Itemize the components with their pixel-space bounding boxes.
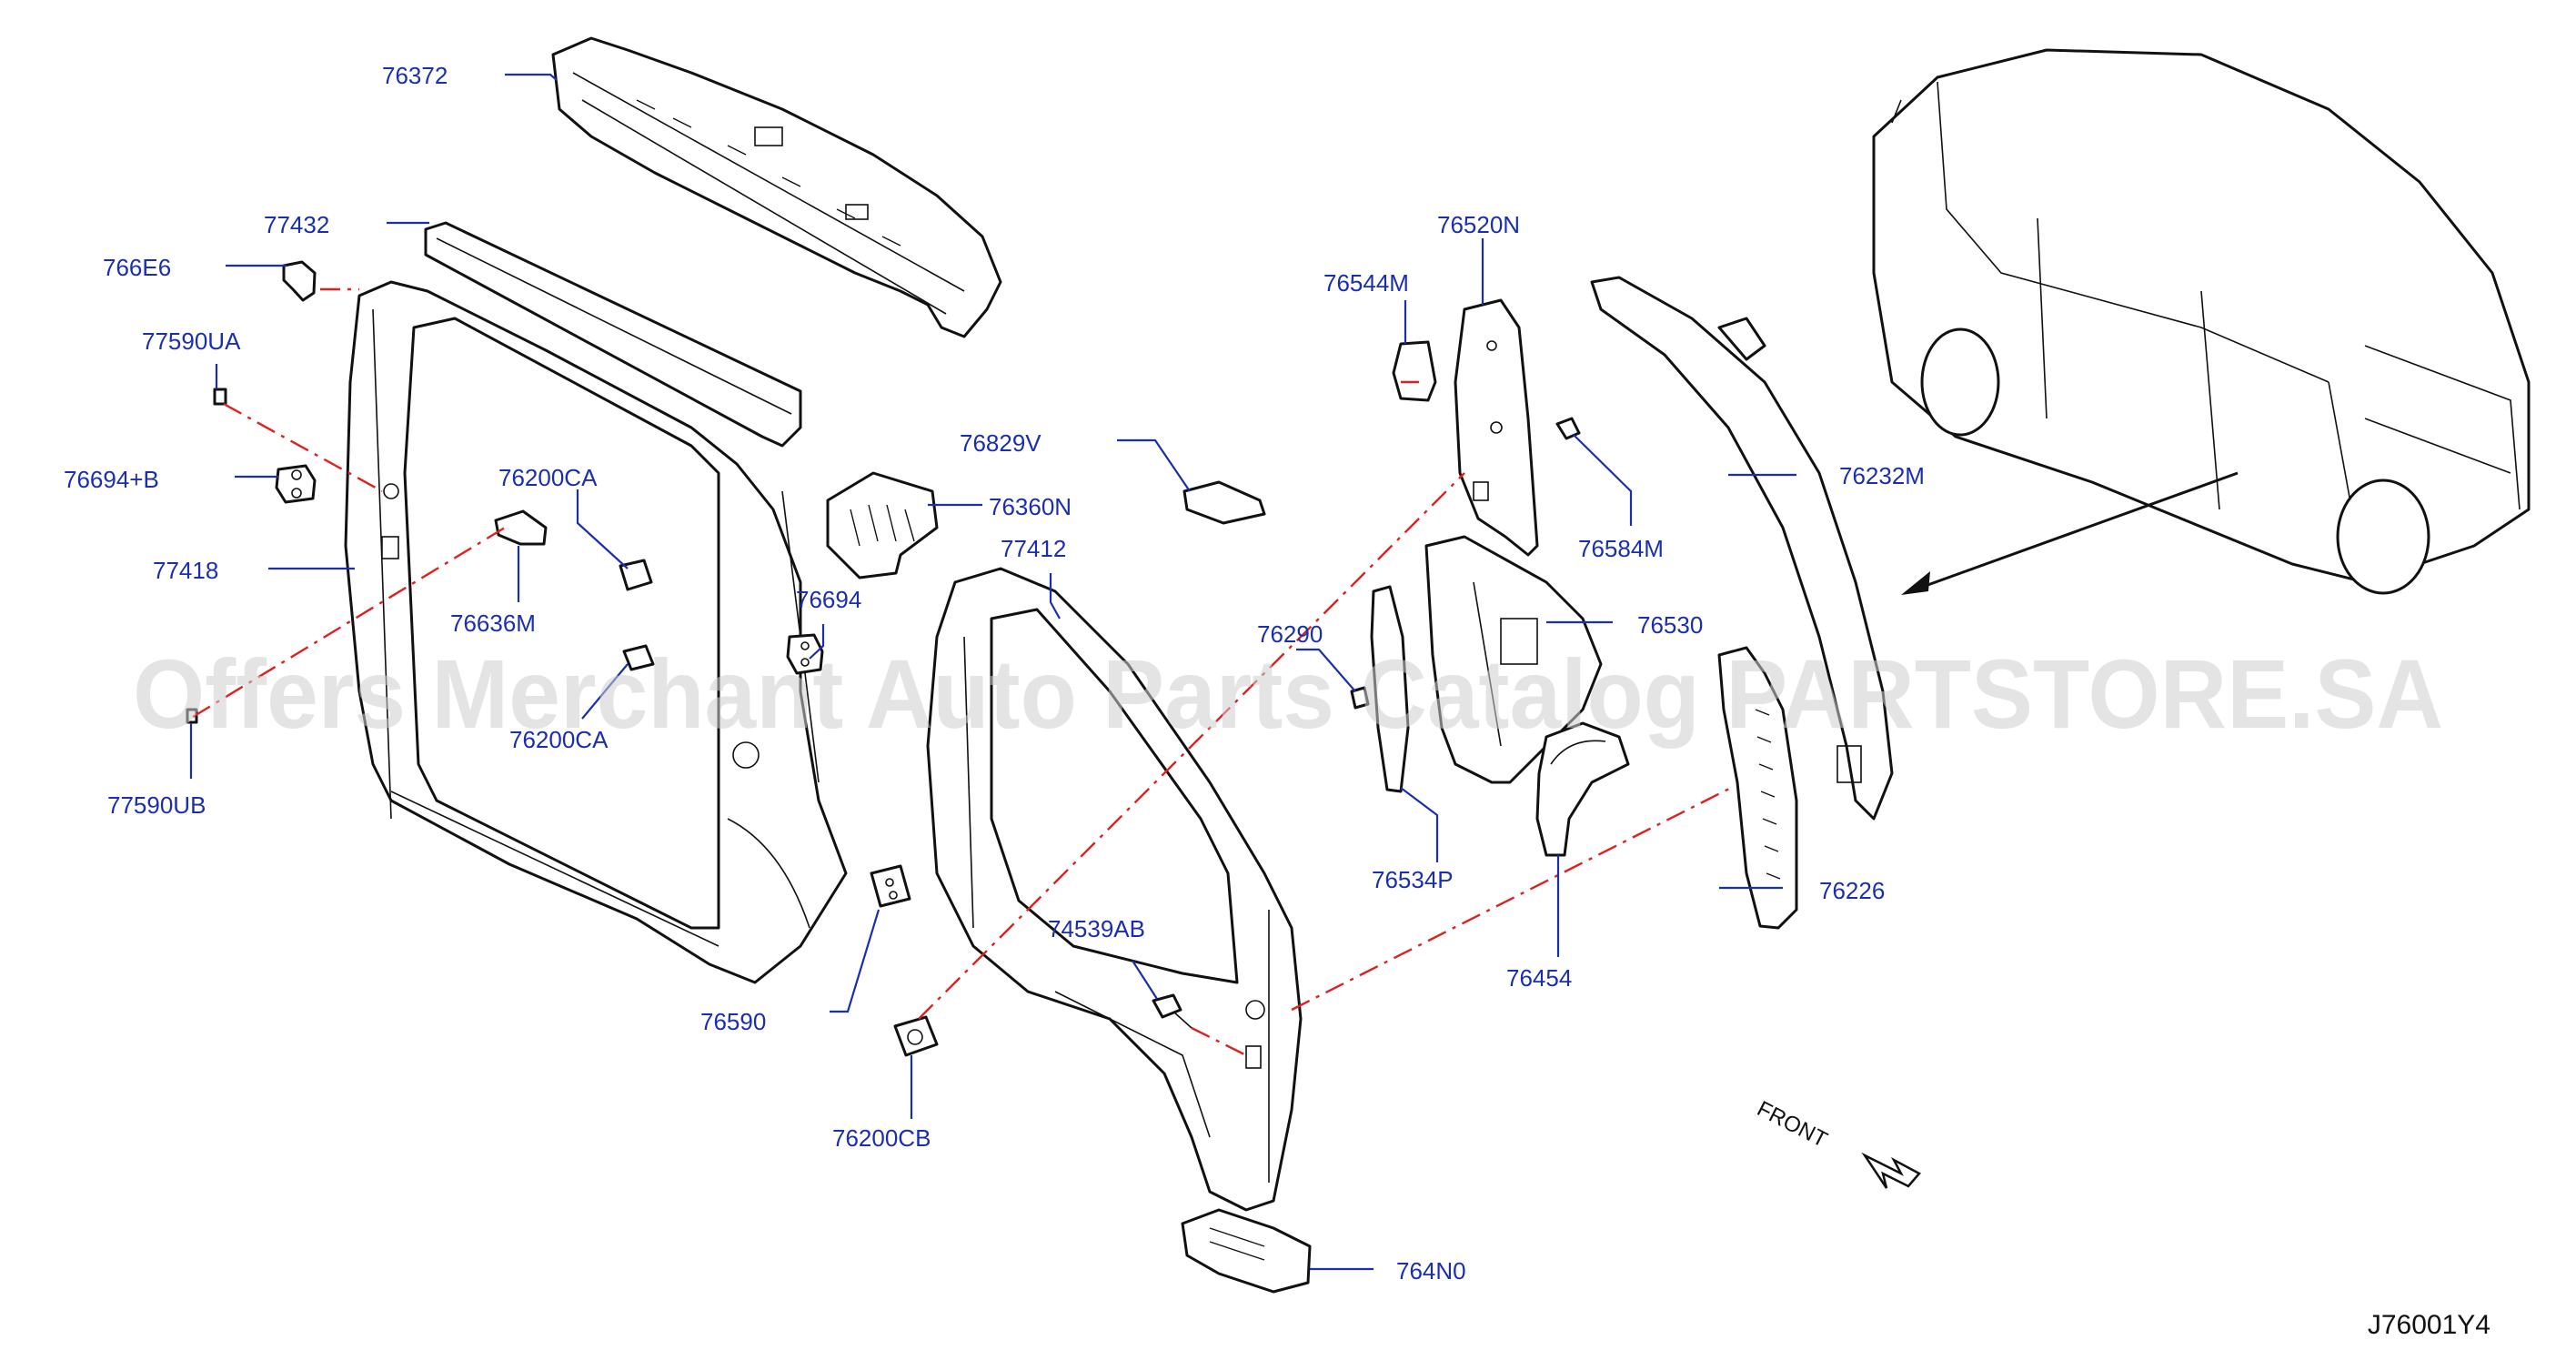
part-76694B-hinge <box>275 464 317 504</box>
label-766E6[interactable]: 766E6 <box>103 254 171 281</box>
part-76360N-bracket <box>826 471 939 579</box>
label-77432[interactable]: 77432 <box>264 211 329 238</box>
part-76584M-bracket <box>1555 417 1581 440</box>
label-76694B[interactable]: 76694+B <box>64 466 159 493</box>
part-766E6-bracket <box>282 260 317 302</box>
part-764N0-bracket <box>1181 1208 1312 1294</box>
part-77590UB-clip <box>186 708 198 724</box>
label-76226[interactable]: 76226 <box>1819 877 1885 904</box>
label-76534P[interactable]: 76534P <box>1372 866 1454 893</box>
label-76694[interactable]: 76694 <box>796 586 861 613</box>
label-76520N[interactable]: 76520N <box>1437 211 1520 238</box>
part-77590UA-clip <box>213 388 227 406</box>
label-76232M[interactable]: 76232M <box>1839 462 1925 489</box>
label-76544M[interactable]: 76544M <box>1323 269 1409 297</box>
diagram-code: J76001Y4 <box>2368 1310 2490 1340</box>
front-label: FRONT <box>1753 1096 1831 1153</box>
label-76360N[interactable]: 76360N <box>989 493 1072 520</box>
assembly-lines <box>192 287 1734 1057</box>
watermark-text: Offers Merchant Auto Parts Catalog PARTS… <box>133 639 2443 749</box>
label-76530[interactable]: 76530 <box>1637 611 1703 639</box>
label-76372[interactable]: 76372 <box>382 62 448 89</box>
label-76200CB[interactable]: 76200CB <box>832 1124 931 1152</box>
direction-arrow <box>1901 471 2239 595</box>
front-arrow-icon <box>1861 1152 1921 1189</box>
part-76200CA-plug-bottom <box>622 644 655 671</box>
part-76829V-bracket <box>1182 480 1266 525</box>
label-74539AB[interactable]: 74539AB <box>1048 915 1145 942</box>
label-76829V[interactable]: 76829V <box>960 429 1041 457</box>
part-76226-rocker <box>1717 646 1798 930</box>
label-764N0[interactable]: 764N0 <box>1396 1257 1466 1285</box>
part-77432-rail <box>424 221 802 448</box>
part-77418-side-panel <box>344 280 848 984</box>
part-74539AB-bolt <box>1152 993 1192 1029</box>
label-76200CA-top[interactable]: 76200CA <box>498 464 598 491</box>
label-76290[interactable]: 76290 <box>1257 620 1323 648</box>
part-76544M-bracket <box>1392 340 1437 402</box>
part-76232M-pillar <box>1590 276 1894 821</box>
leader-lines <box>189 73 1796 1271</box>
label-76636M[interactable]: 76636M <box>450 610 536 637</box>
part-76694-hinge <box>786 633 824 675</box>
label-77590UA[interactable]: 77590UA <box>142 327 241 355</box>
part-77412-front-pillar <box>926 567 1303 1212</box>
part-76372-roof-rail <box>551 36 1002 338</box>
label-77412[interactable]: 77412 <box>1001 535 1066 562</box>
label-76454[interactable]: 76454 <box>1506 964 1572 992</box>
part-76590-plate <box>870 864 911 908</box>
part-76290-clip <box>1350 686 1370 710</box>
label-77590UB[interactable]: 77590UB <box>107 791 206 819</box>
part-76454-arch <box>1535 721 1630 857</box>
label-76200CA-bottom[interactable]: 76200CA <box>509 726 609 753</box>
part-76636M-bracket <box>494 509 548 546</box>
part-76200CB-grommet <box>893 1015 939 1057</box>
label-77418[interactable]: 77418 <box>153 557 218 584</box>
label-76584M[interactable]: 76584M <box>1578 535 1664 562</box>
label-76590[interactable]: 76590 <box>700 1008 766 1035</box>
part-76520N-reinforcement <box>1454 298 1539 557</box>
van-illustration <box>1872 48 2531 595</box>
part-76534P-strip <box>1370 585 1410 793</box>
